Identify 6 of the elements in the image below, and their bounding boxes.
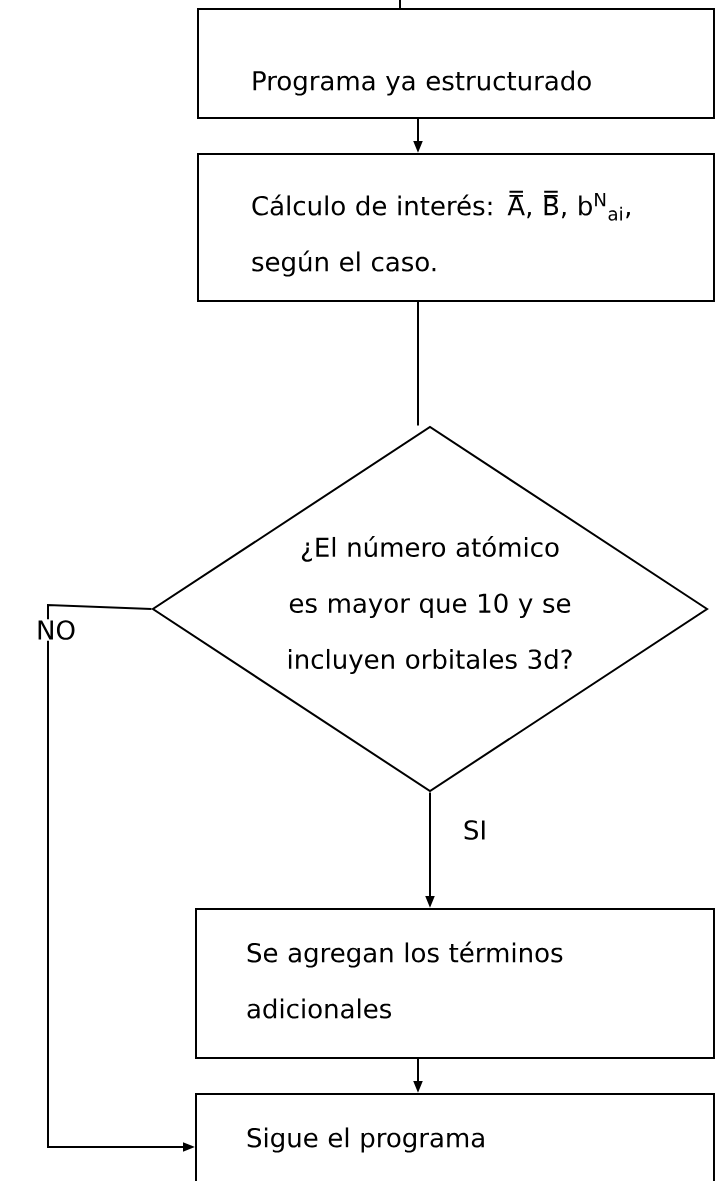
process-box: Cálculo de interés: A̿, B̿, b$^{N}$$_{ai}$, según el caso. (197, 153, 715, 302)
process-box: Programa ya estructurado (197, 8, 715, 119)
edge-label: NO (35, 619, 77, 641)
edge-label: SI (461, 819, 489, 841)
process-box: Se agregan los términos adicionales (195, 908, 715, 1059)
process-box: Sigue el programa (195, 1093, 715, 1181)
